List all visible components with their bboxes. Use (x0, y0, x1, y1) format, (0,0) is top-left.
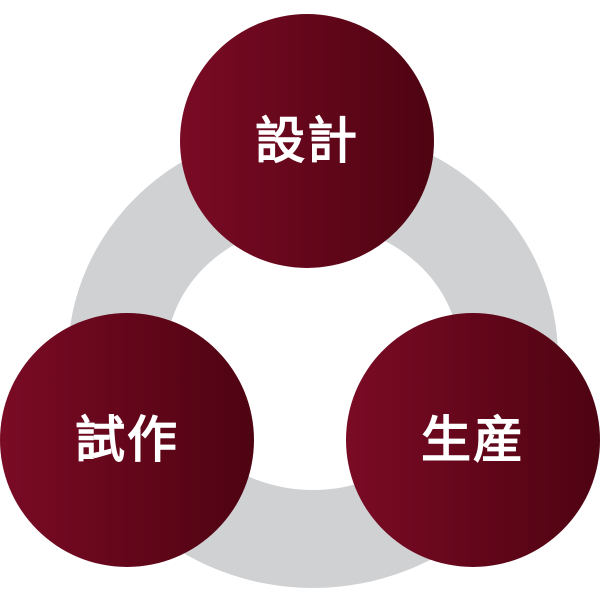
node-prototype-label: 試作 (75, 410, 179, 469)
node-prototype: 試作 (0, 313, 254, 567)
node-design: 設計 (180, 14, 434, 268)
node-production: 生産 (346, 313, 600, 567)
node-production-label: 生産 (421, 410, 525, 469)
node-design-label: 設計 (255, 111, 359, 170)
